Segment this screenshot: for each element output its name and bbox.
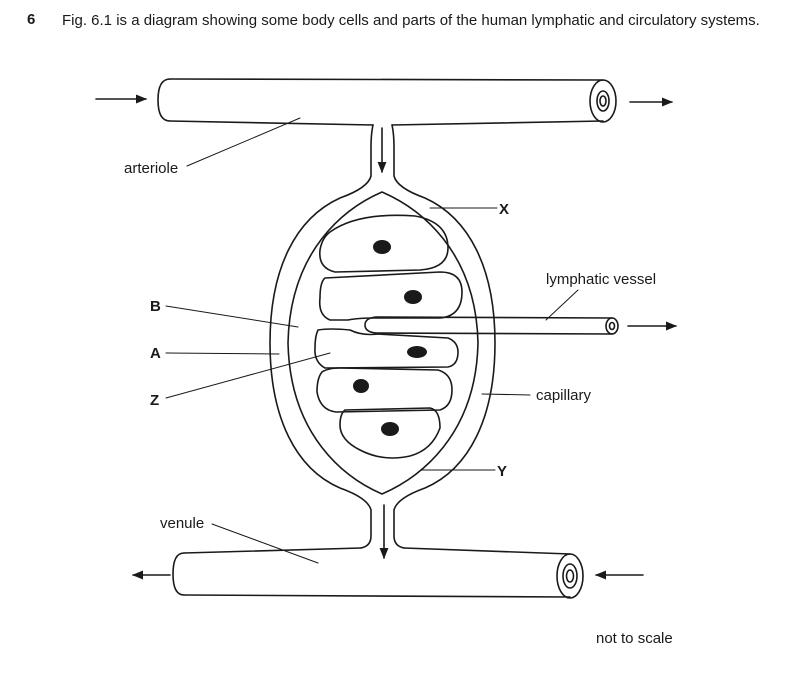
question-number: 6 [27, 11, 36, 28]
label-x: X [499, 201, 509, 218]
leader-b [165, 305, 299, 328]
leader-venule [211, 523, 319, 564]
label-z: Z [150, 392, 159, 409]
nucleus-2 [404, 290, 422, 304]
body-cell-5 [339, 407, 441, 459]
capillary-inner-wall [287, 191, 479, 495]
leader-arteriole [186, 117, 301, 167]
nucleus-3 [407, 346, 427, 358]
body-cell-4 [316, 367, 453, 413]
venule-vessel [172, 547, 584, 599]
label-capillary: capillary [536, 387, 592, 404]
leader-capillary [481, 393, 531, 396]
label-arteriole: arteriole [124, 160, 178, 177]
not-to-scale-note: not to scale [596, 630, 673, 647]
label-a: A [150, 345, 161, 362]
leader-a [165, 352, 280, 355]
label-y: Y [497, 463, 507, 480]
label-venule: venule [160, 515, 204, 532]
leader-z [165, 352, 331, 399]
nucleus-4 [353, 379, 369, 393]
nucleus-5 [381, 422, 399, 436]
body-cell-3 [314, 328, 459, 369]
question-text: Fig. 6.1 is a diagram showing some body … [62, 12, 760, 29]
label-b: B [150, 298, 161, 315]
body-cell-2 [318, 271, 463, 321]
lymphatic-vessel [364, 316, 619, 335]
body-cell-1 [318, 214, 449, 273]
capillary-outer-wall [269, 124, 496, 549]
leader-lymphatic [545, 289, 579, 321]
arteriole-vessel [157, 78, 617, 126]
nucleus-1 [373, 240, 391, 254]
label-lymphatic-vessel: lymphatic vessel [546, 271, 656, 288]
